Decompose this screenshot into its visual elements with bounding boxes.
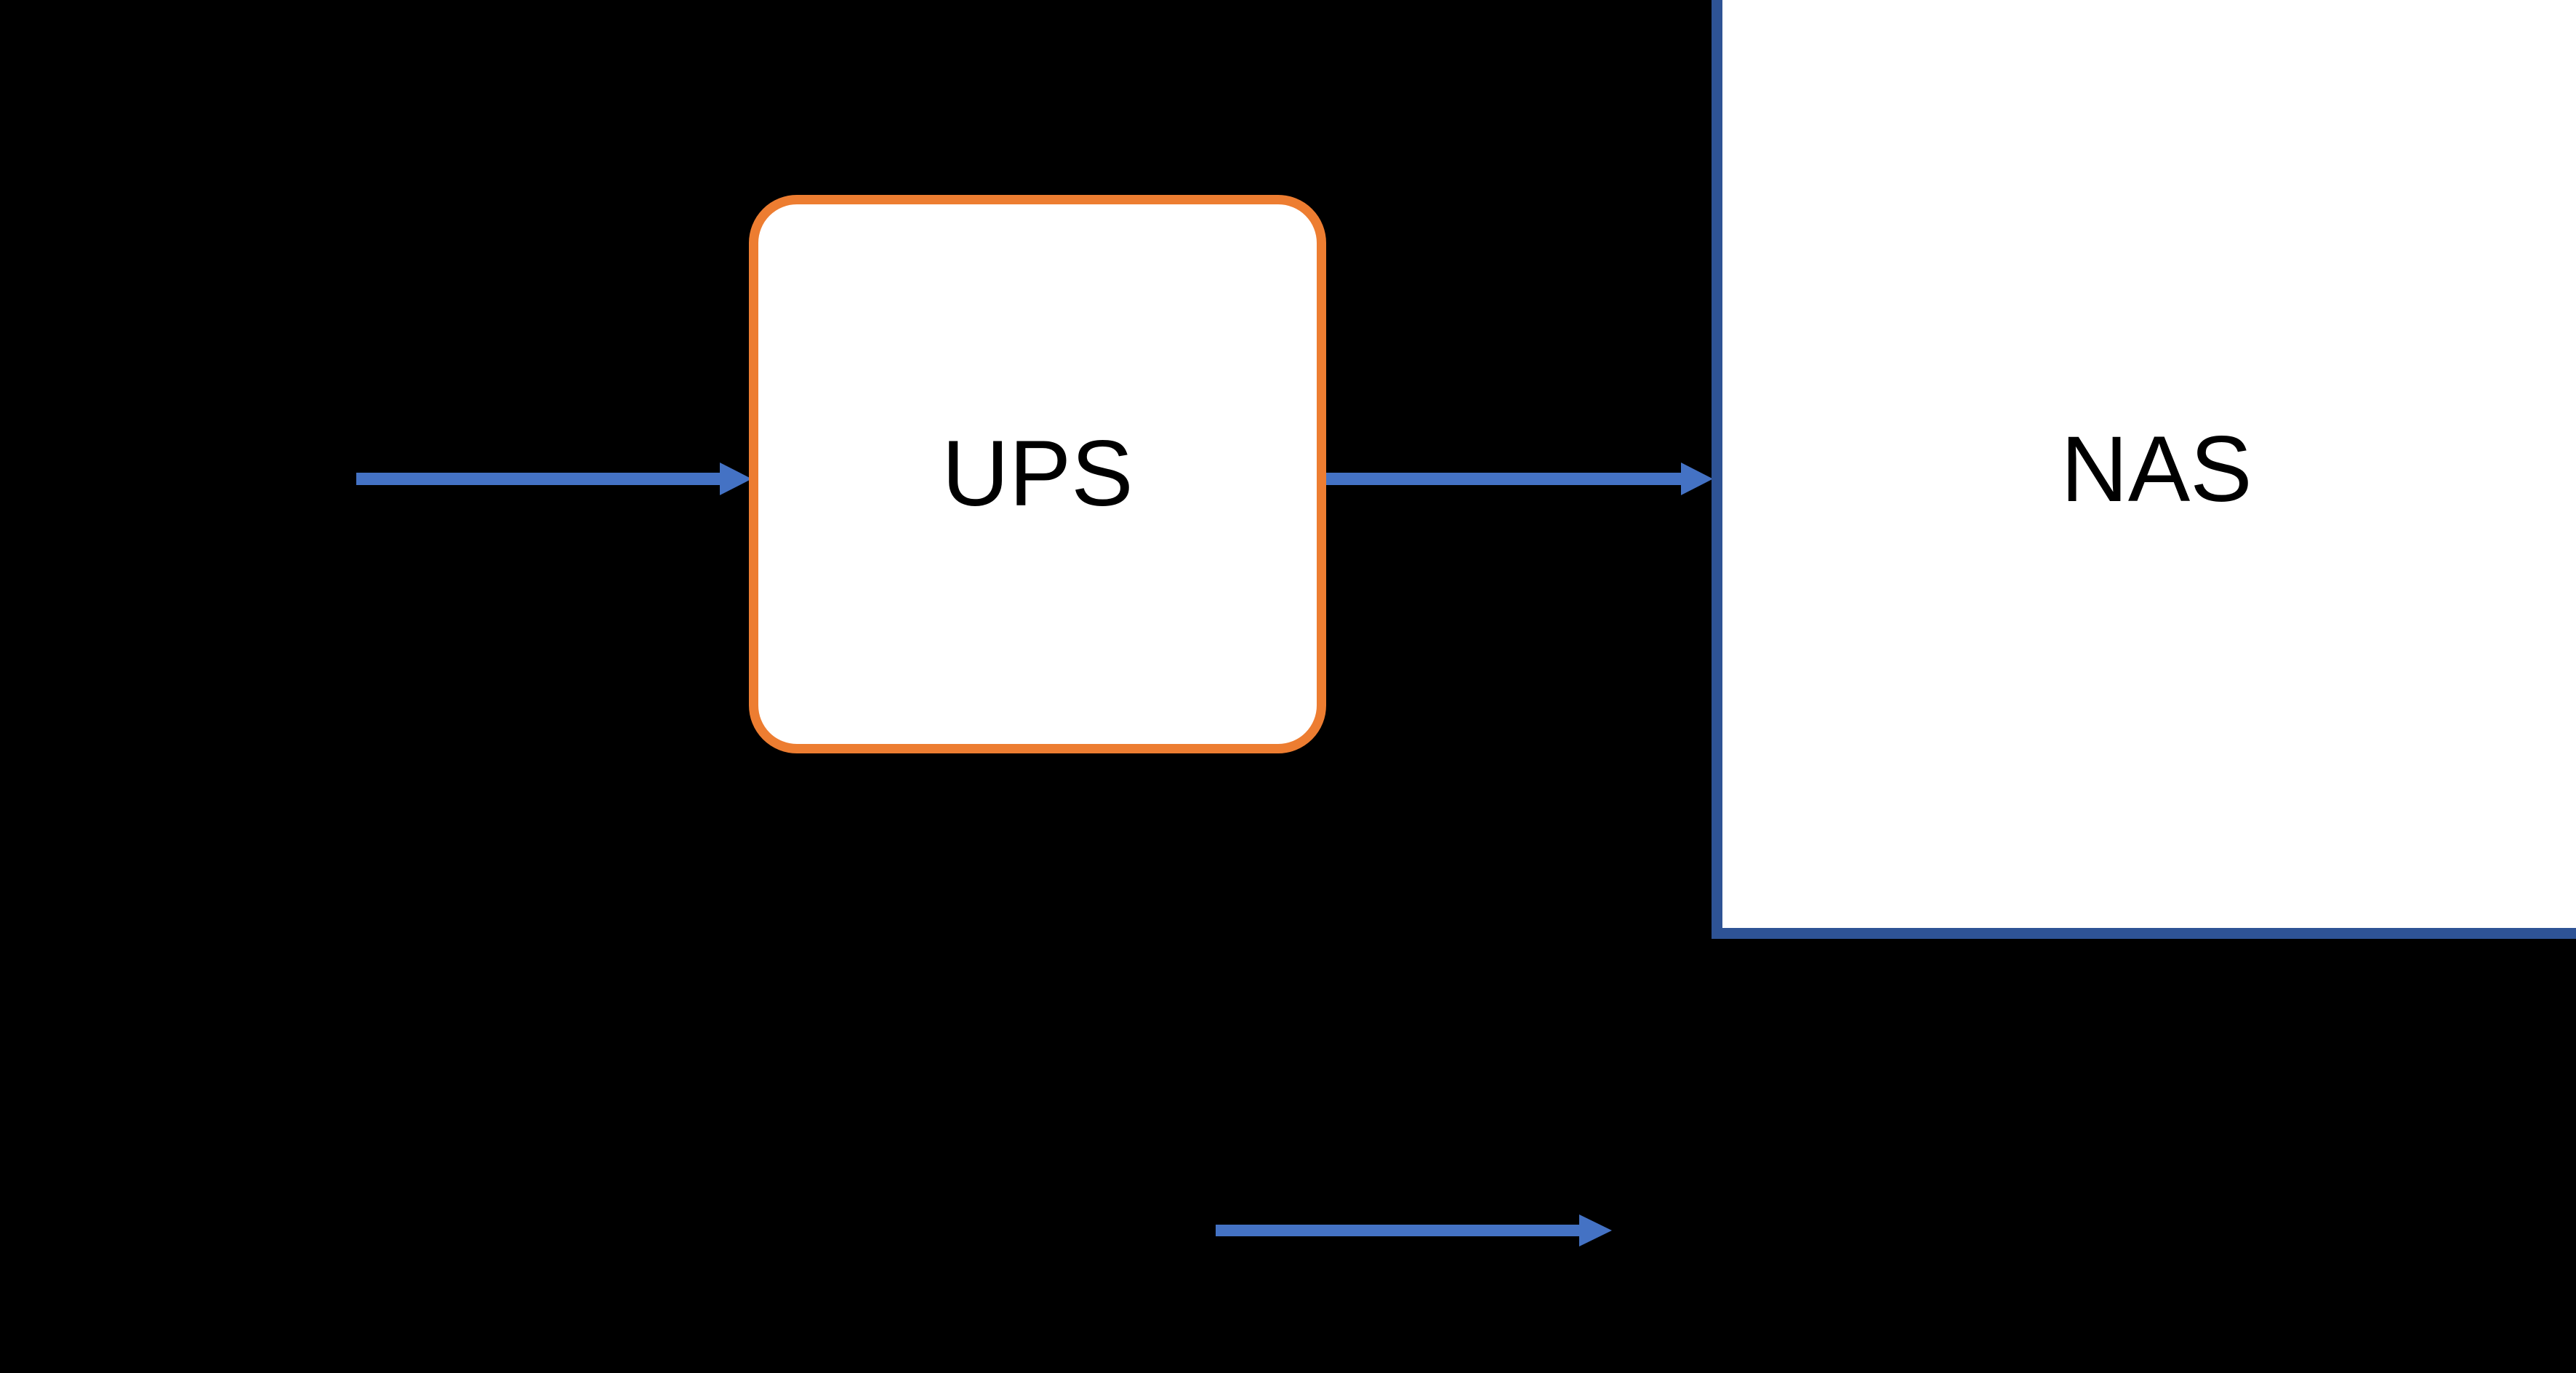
- node-ups[interactable]: UPS: [749, 195, 1326, 753]
- node-nas-label: NAS: [2061, 417, 2252, 521]
- arrow-inbound-to-ups-head: [720, 463, 752, 495]
- arrow-inbound-to-ups-shaft: [356, 473, 721, 485]
- arrow-bottom-outbound[interactable]: [1216, 1214, 1612, 1246]
- arrow-ups-to-nas[interactable]: [1317, 463, 1713, 495]
- arrow-bottom-outbound-head: [1579, 1214, 1612, 1246]
- node-nas[interactable]: NAS: [1712, 0, 2576, 939]
- arrow-ups-to-nas-shaft: [1317, 473, 1682, 485]
- arrow-ups-to-nas-head: [1681, 463, 1713, 495]
- arrow-bottom-outbound-shaft: [1216, 1225, 1580, 1236]
- arrow-inbound-to-ups[interactable]: [356, 463, 752, 495]
- node-ups-label: UPS: [942, 422, 1133, 526]
